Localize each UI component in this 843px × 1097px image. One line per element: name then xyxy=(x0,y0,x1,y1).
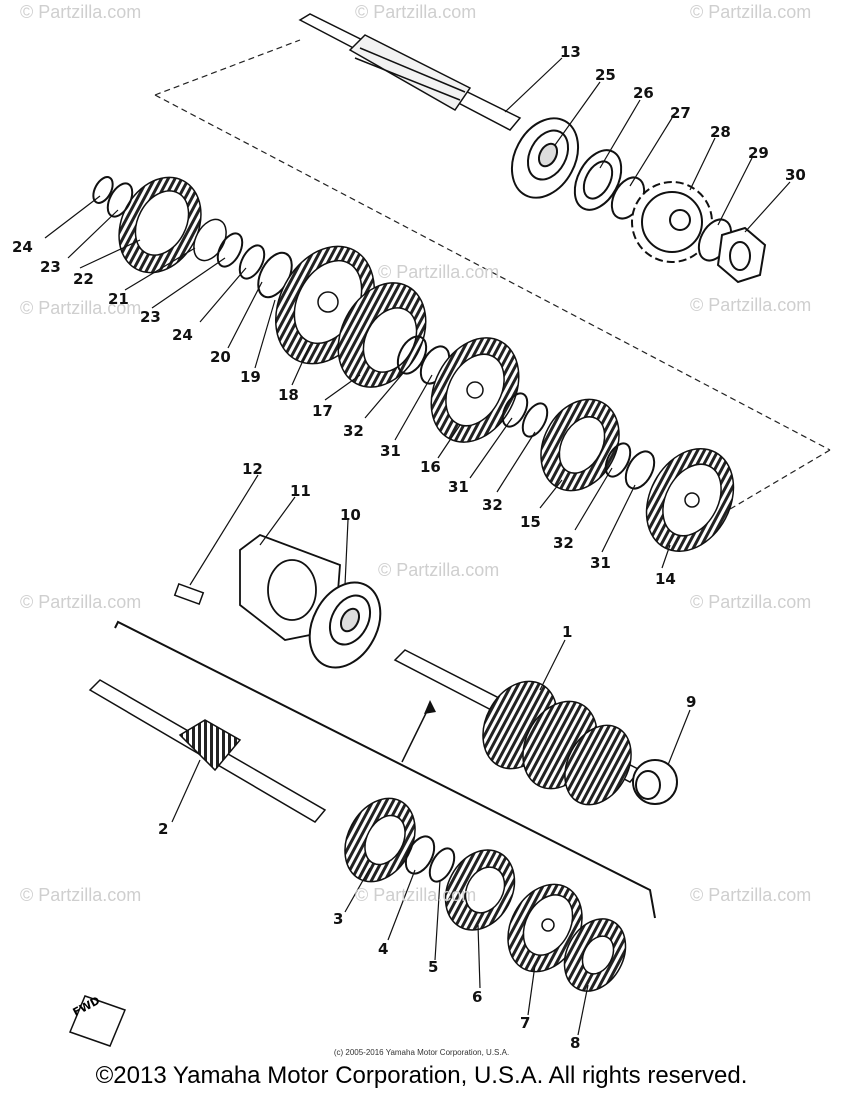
leader-lines xyxy=(44,57,791,1036)
watermark: © Partzilla.com xyxy=(355,885,477,905)
callout: 23 xyxy=(140,308,161,326)
oil-seal-26 xyxy=(573,149,623,211)
gear-17 xyxy=(337,282,427,388)
watermark: © Partzilla.com xyxy=(378,262,500,282)
axle-2 xyxy=(88,679,327,823)
callout: 16 xyxy=(420,458,441,476)
callout: 11 xyxy=(290,482,311,500)
callout: 22 xyxy=(73,270,94,288)
drive-sprocket-28 xyxy=(631,181,713,263)
callout: 9 xyxy=(686,693,697,711)
callout: 20 xyxy=(210,348,231,366)
callout: 28 xyxy=(710,123,731,141)
gear-15 xyxy=(540,398,620,492)
gear-16 xyxy=(430,337,520,443)
callout: 7 xyxy=(520,1014,531,1032)
gear-8 xyxy=(563,918,627,992)
watermark: © Partzilla.com xyxy=(20,298,142,318)
bearing-9 xyxy=(632,759,678,805)
drive-axle-boundary xyxy=(154,39,831,516)
callout: 24 xyxy=(172,326,193,344)
watermark: © Partzilla.com xyxy=(378,560,500,580)
callout: 31 xyxy=(380,442,401,460)
callout: 30 xyxy=(785,166,806,184)
callout: 5 xyxy=(428,958,439,976)
callout: 6 xyxy=(472,988,483,1006)
circlip-24 xyxy=(92,176,114,204)
circlip-31c xyxy=(604,442,656,490)
bearing-10 xyxy=(308,581,382,669)
callout: 23 xyxy=(40,258,61,276)
watermark: © Partzilla.com xyxy=(355,2,477,22)
callout: 19 xyxy=(240,368,261,386)
callout: 21 xyxy=(108,290,129,308)
drive-axle-13 xyxy=(298,13,522,131)
screw-12 xyxy=(173,582,205,606)
watermark: © Partzilla.com xyxy=(690,2,812,22)
callout: 26 xyxy=(633,84,654,102)
watermark: © Partzilla.com xyxy=(690,885,812,905)
gear-6 xyxy=(444,849,516,931)
callout: 32 xyxy=(343,422,364,440)
gear-3 xyxy=(344,797,416,883)
callout: 25 xyxy=(595,66,616,84)
watermark: © Partzilla.com xyxy=(20,2,142,22)
bearing-25 xyxy=(510,117,580,199)
callout: 32 xyxy=(482,496,503,514)
watermark: © Partzilla.com xyxy=(20,885,142,905)
copyright-footer: ©2013 Yamaha Motor Corporation, U.S.A. A… xyxy=(95,1062,748,1089)
circlip-5 xyxy=(428,847,456,883)
gear-22 xyxy=(118,176,202,274)
callout: 2 xyxy=(158,820,169,838)
callout: 14 xyxy=(655,570,676,588)
bracket-arrow-head xyxy=(424,700,436,714)
callout: 18 xyxy=(278,386,299,404)
washer-32a xyxy=(396,335,428,375)
gear-14 xyxy=(645,448,735,552)
callout: 17 xyxy=(312,402,333,420)
callout: 1 xyxy=(562,623,573,641)
callout: 15 xyxy=(520,513,541,531)
callout: 8 xyxy=(570,1034,581,1052)
callout: 32 xyxy=(553,534,574,552)
callout: 12 xyxy=(242,460,263,478)
watermark: © Partzilla.com xyxy=(690,592,812,612)
callout: 31 xyxy=(448,478,469,496)
main-axle-bracket xyxy=(114,620,656,919)
fwd-arrow-icon xyxy=(69,995,126,1047)
callout: 13 xyxy=(560,43,581,61)
bracket-arrow-shaft xyxy=(401,704,431,763)
callout: 10 xyxy=(340,506,361,524)
small-copyright: (c) 2005-2016 Yamaha Motor Corporation, … xyxy=(333,1048,510,1057)
watermark: © Partzilla.com xyxy=(20,592,142,612)
callout: 27 xyxy=(670,104,691,122)
callout: 24 xyxy=(12,238,33,256)
callout: 29 xyxy=(748,144,769,162)
washer-4 xyxy=(404,835,436,875)
callout: 4 xyxy=(378,940,389,958)
gear-7 xyxy=(507,883,583,973)
watermark: © Partzilla.com xyxy=(690,295,812,315)
nut-30 xyxy=(716,226,767,284)
callout: 3 xyxy=(333,910,344,928)
main-axle-1 xyxy=(393,649,642,806)
callout: 31 xyxy=(590,554,611,572)
